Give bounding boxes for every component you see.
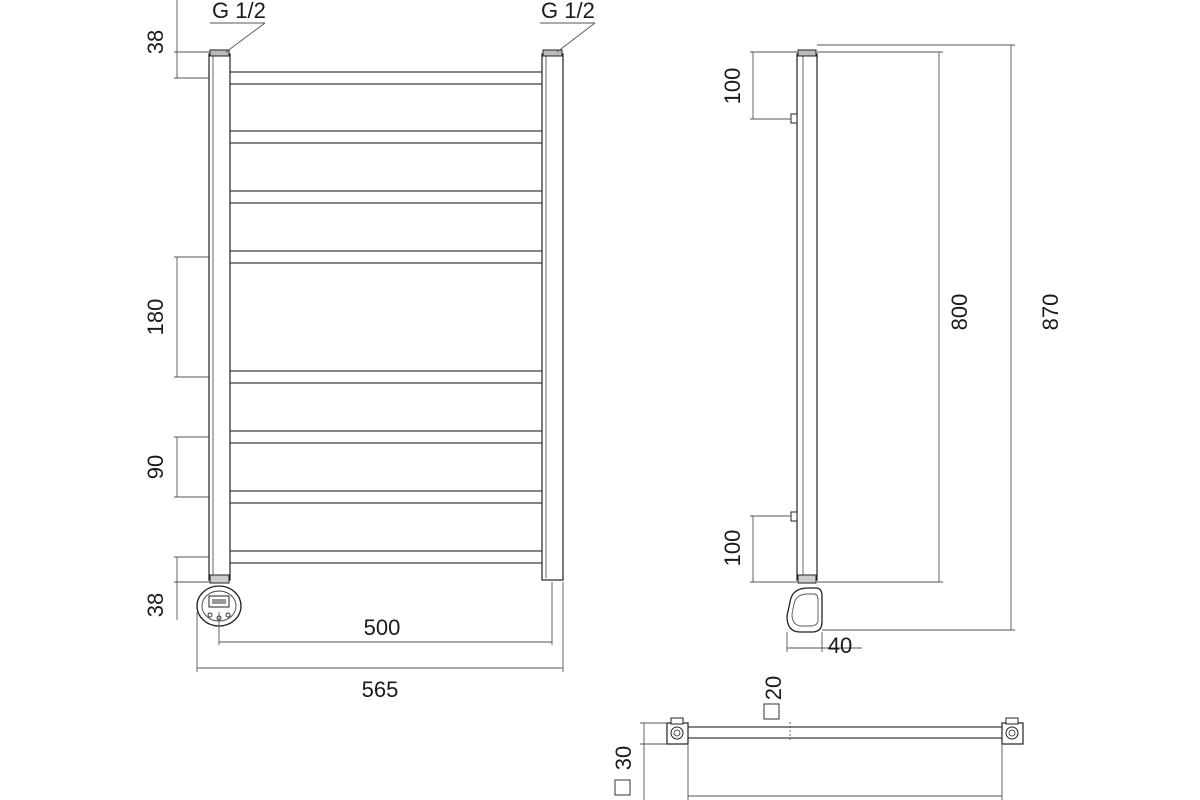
- right-post: [541, 49, 564, 581]
- dim-axis-spacing: 500: [364, 615, 401, 640]
- dim-square-post: 30: [611, 746, 636, 770]
- top-view: 20 30: [611, 676, 1024, 800]
- dim-bar-gap-large: 180: [143, 299, 168, 336]
- side-post: [796, 53, 818, 581]
- square-symbol-30: [614, 779, 631, 796]
- dim-square-tube: 20: [761, 676, 786, 700]
- dim-overall-width: 565: [362, 677, 399, 702]
- dim-body-height: 800: [947, 294, 972, 331]
- side-view: 100 100 800 870 40: [720, 44, 1063, 658]
- front-view: G 1/2 G 1/2 38 180 90 38 500 565: [143, 0, 596, 702]
- crossbars: [225, 71, 547, 564]
- front-dimensions: [174, 0, 596, 672]
- top-crossbar: [685, 726, 1005, 739]
- dim-bar-gap-small: 90: [143, 455, 168, 479]
- top-dimensions: [640, 722, 1003, 800]
- dim-side-top: 100: [720, 68, 745, 105]
- crossbar-8: [225, 550, 547, 564]
- side-dimensions: [750, 44, 1015, 652]
- left-post: [208, 49, 231, 584]
- dim-top-offset: 38: [143, 30, 168, 54]
- crossbar-3: [225, 190, 547, 204]
- dim-depth: 40: [828, 633, 852, 658]
- square-symbol-20: [763, 703, 780, 720]
- crossbar-6: [225, 430, 547, 444]
- crossbar-5: [225, 370, 547, 384]
- crossbar-2: [225, 130, 547, 144]
- dim-overall-height: 870: [1038, 294, 1063, 331]
- dim-side-bottom: 100: [720, 530, 745, 567]
- crossbar-7: [225, 490, 547, 504]
- crossbar-4: [225, 250, 547, 264]
- thread-label-right: G 1/2: [541, 0, 595, 23]
- thread-label-left: G 1/2: [212, 0, 266, 23]
- crossbar-1: [225, 71, 547, 85]
- dim-bottom-offset: 38: [143, 593, 168, 617]
